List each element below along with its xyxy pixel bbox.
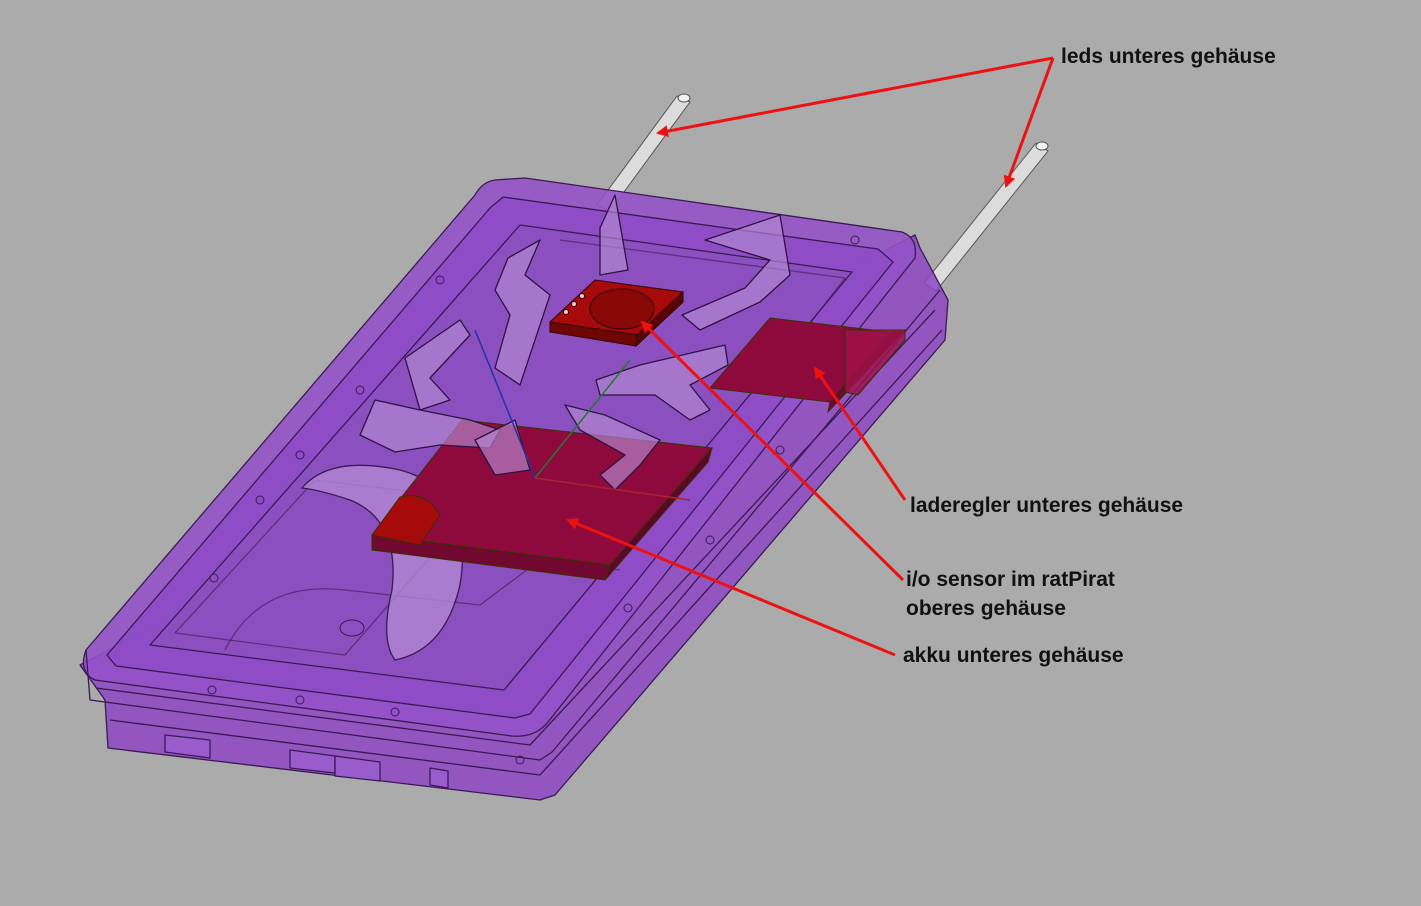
arrow-laderegler	[813, 366, 907, 501]
axis-triad	[474, 329, 691, 501]
led-rod-right	[923, 142, 1049, 292]
label-laderegler: laderegler unteres gehäuse	[910, 491, 1183, 520]
label-akku: akku unteres gehäuse	[903, 641, 1124, 670]
arrow-io-sensor	[640, 320, 905, 582]
label-akku-text: akku unteres gehäuse	[903, 644, 1124, 667]
label-leds: leds unteres gehäuse	[1061, 42, 1276, 71]
mounting-holes	[207, 235, 860, 765]
label-laderegler-text: laderegler unteres gehäuse	[910, 494, 1184, 517]
arrow-leds-right	[1003, 57, 1055, 188]
callout-arrows	[566, 56, 1055, 657]
arrow-leds-left	[656, 56, 1054, 138]
label-leds-text: leds unteres gehäuse	[1061, 45, 1276, 68]
label-io-sensor-line2: oberes gehäuse	[906, 597, 1066, 620]
label-io-sensor: i/o sensor im ratPirat oberes gehäuse	[906, 565, 1115, 623]
arrow-akku	[566, 518, 896, 657]
laderegler-board	[709, 317, 907, 414]
led-rods	[596, 93, 1049, 292]
label-io-sensor-line1: i/o sensor im ratPirat	[906, 568, 1115, 591]
internal-walls	[359, 194, 791, 491]
